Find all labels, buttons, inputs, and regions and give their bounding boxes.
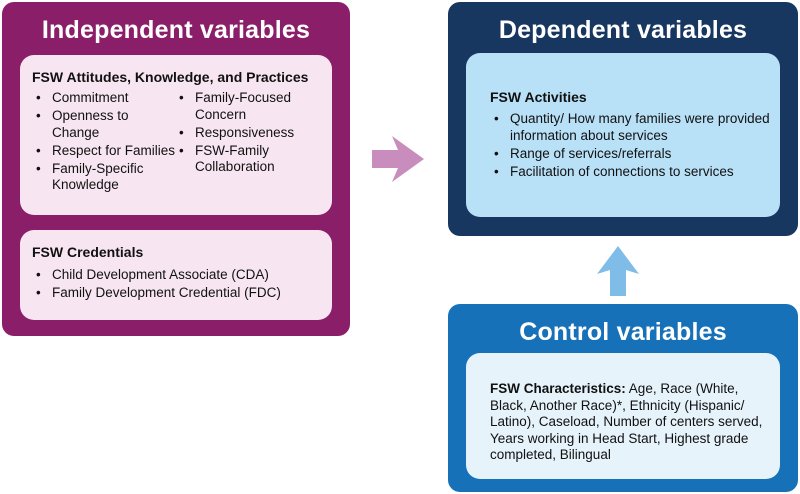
independent-variables-title: Independent variables <box>41 16 311 44</box>
list-item: Family-Focused Concern <box>175 90 322 123</box>
list-item: Child Development Associate (CDA) <box>32 267 322 284</box>
arrow-right-icon <box>372 136 424 182</box>
list-item: Family-Specific Knowledge <box>32 161 175 194</box>
characteristics-heading: FSW Characteristics: <box>490 381 626 396</box>
credentials-heading: FSW Credentials <box>32 244 144 260</box>
independent-variables-panel: Independent variables FSW Attitudes, Kno… <box>2 2 350 336</box>
list-item: Quantity/ How many families were provide… <box>490 111 770 144</box>
attitudes-list-left: Commitment Openness to Change Respect fo… <box>32 90 175 195</box>
list-item: Responsiveness <box>175 125 322 142</box>
arrow-up-icon <box>597 246 639 296</box>
characteristics-card: FSW Characteristics: Age, Race (White, B… <box>466 353 780 479</box>
control-variables-panel: Control variables FSW Characteristics: A… <box>448 304 798 492</box>
list-item: Openness to Change <box>32 108 175 141</box>
activities-list: Quantity/ How many families were provide… <box>490 111 770 180</box>
attitudes-card: FSW Attitudes, Knowledge, and Practices … <box>20 55 332 215</box>
list-item: FSW-Family Collaboration <box>175 143 322 176</box>
characteristics-list: Age, Race (White, Black, Another Race)*,… <box>490 381 763 462</box>
attitudes-list-right: Family-Focused Concern Responsiveness FS… <box>175 90 322 195</box>
attitudes-heading: FSW Attitudes, Knowledge, and Practices <box>32 69 309 85</box>
dependent-variables-panel: Dependent variables FSW Activities Quant… <box>448 2 798 236</box>
dependent-variables-title: Dependent variables <box>498 16 748 44</box>
activities-card: FSW Activities Quantity/ How many famili… <box>466 53 780 217</box>
credentials-card: FSW Credentials Child Development Associ… <box>20 230 332 320</box>
list-item: Facilitation of connections to services <box>490 164 770 181</box>
control-variables-title: Control variables <box>519 318 727 346</box>
credentials-list: Child Development Associate (CDA) Family… <box>32 267 322 302</box>
characteristics-text: FSW Characteristics: Age, Race (White, B… <box>490 381 766 464</box>
list-item: Family Development Credential (FDC) <box>32 285 322 302</box>
list-item: Respect for Families <box>32 143 175 160</box>
list-item: Range of services/referrals <box>490 146 770 163</box>
list-item: Commitment <box>32 90 175 107</box>
activities-heading: FSW Activities <box>490 89 587 105</box>
